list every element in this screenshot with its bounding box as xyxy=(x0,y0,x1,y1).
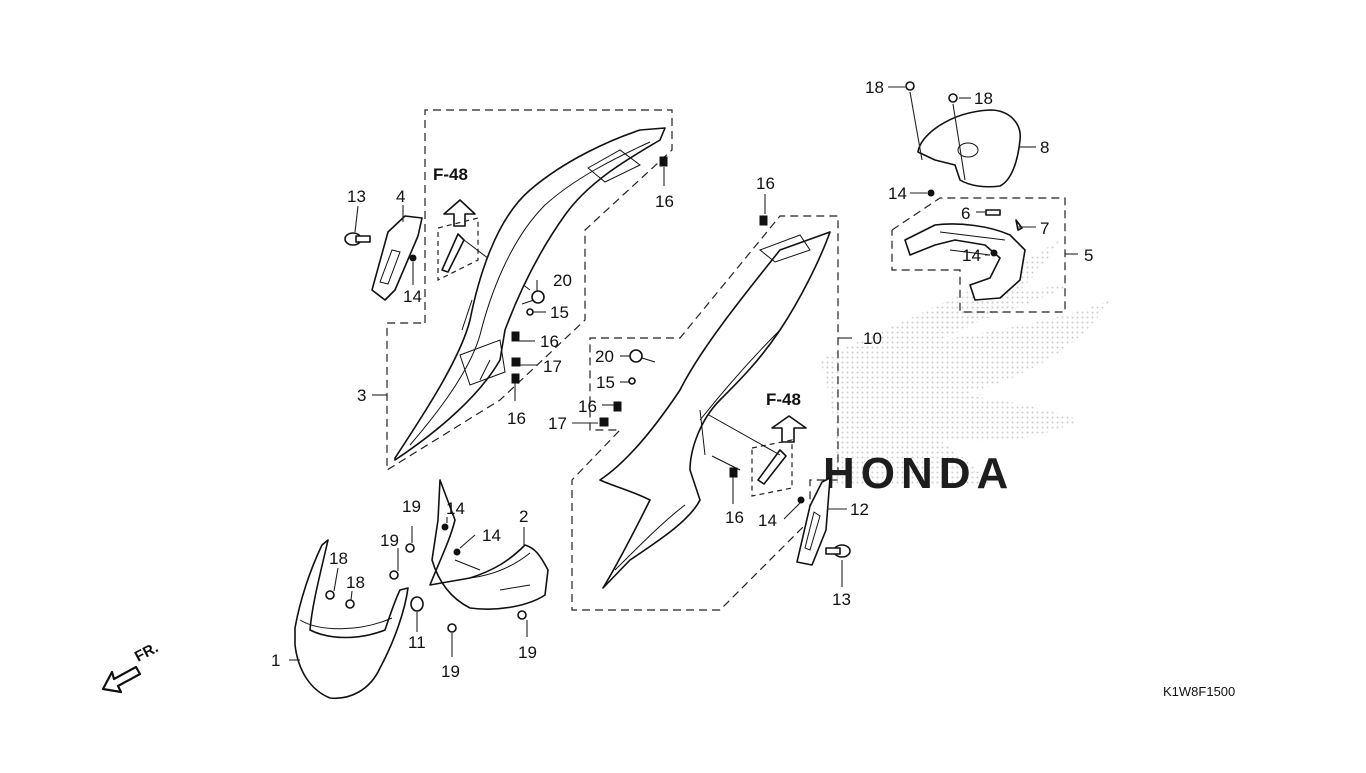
label-2: 2 xyxy=(519,507,528,526)
bolt-13-left xyxy=(344,232,371,246)
screw-19-d xyxy=(517,610,527,620)
right-body-cover xyxy=(599,231,831,589)
leader-lines xyxy=(289,86,1036,661)
hardware xyxy=(325,81,1023,633)
label-17-right: 17 xyxy=(548,414,567,433)
drawing-code: K1W8F1500 xyxy=(1163,684,1235,699)
label-4: 4 xyxy=(396,187,405,206)
label-11: 11 xyxy=(408,633,426,652)
screw-18-a xyxy=(905,81,915,91)
rear-fender xyxy=(904,223,1026,301)
label-13-right: 13 xyxy=(832,590,851,609)
group-10-boundary xyxy=(571,215,852,611)
screw-14-e xyxy=(927,189,935,197)
honda-watermark-text: HONDA xyxy=(823,449,1014,498)
clip-16-d xyxy=(759,215,768,226)
clip-17-b xyxy=(599,417,609,427)
label-16-a: 16 xyxy=(655,192,674,211)
label-20-left: 20 xyxy=(553,271,572,290)
screw-14-a xyxy=(409,254,417,262)
f48-reference-right xyxy=(699,409,807,497)
clip-16-c xyxy=(511,373,520,384)
washer-15-b xyxy=(628,377,636,385)
screw-20-right xyxy=(629,349,656,363)
clip-7 xyxy=(1015,219,1023,231)
label-16-f: 16 xyxy=(725,508,744,527)
label-14-e: 14 xyxy=(888,184,907,203)
clip-16-b xyxy=(511,331,520,342)
label-14-c: 14 xyxy=(482,526,501,545)
right-side-trim xyxy=(796,477,831,566)
screw-20-left xyxy=(521,290,545,305)
screw-19-b xyxy=(389,570,399,580)
label-15-left: 15 xyxy=(550,303,569,322)
label-16-b: 16 xyxy=(540,332,559,351)
label-17-left: 17 xyxy=(543,357,562,376)
label-16-d: 16 xyxy=(756,174,775,193)
label-16-e: 16 xyxy=(578,397,597,416)
label-6: 6 xyxy=(961,204,970,223)
label-5: 5 xyxy=(1084,246,1093,265)
screw-18-d xyxy=(345,599,355,609)
left-body-cover xyxy=(394,127,666,461)
label-7: 7 xyxy=(1040,219,1049,238)
part-labels: 1 2 3 4 5 6 7 8 10 11 12 13 13 14 14 14 … xyxy=(271,78,1093,681)
label-18-c: 18 xyxy=(329,549,348,568)
label-14-f: 14 xyxy=(962,246,981,265)
label-19-d: 19 xyxy=(518,643,537,662)
screw-14-b xyxy=(441,523,449,531)
label-16-c: 16 xyxy=(507,409,526,428)
f48-label-left: F-48 xyxy=(433,165,468,184)
inner-lower-cover xyxy=(429,479,549,610)
label-3: 3 xyxy=(357,386,366,405)
honda-wing-watermark: HONDA xyxy=(820,240,1110,498)
screw-18-b xyxy=(948,93,958,103)
label-19-c: 19 xyxy=(441,662,460,681)
label-15-right: 15 xyxy=(596,373,615,392)
label-8: 8 xyxy=(1040,138,1049,157)
left-side-trim xyxy=(371,215,423,301)
label-12: 12 xyxy=(850,500,869,519)
group-5-boundary xyxy=(891,197,1078,313)
screw-18-c xyxy=(325,590,335,600)
bolt-13-right xyxy=(825,544,851,558)
screw-14-d xyxy=(797,496,805,504)
screw-19-c xyxy=(447,623,457,633)
label-14-d: 14 xyxy=(758,511,777,530)
clip-16-a xyxy=(659,156,668,167)
label-18-a: 18 xyxy=(865,78,884,97)
rear-cover xyxy=(917,109,1021,188)
screw-19-a xyxy=(405,543,415,553)
label-14-a: 14 xyxy=(403,287,422,306)
label-18-b: 18 xyxy=(974,89,993,108)
label-19-b: 19 xyxy=(380,531,399,550)
nut-6 xyxy=(985,209,1001,216)
label-1: 1 xyxy=(271,651,280,670)
front-marker-text: FR. xyxy=(132,639,161,665)
label-20-right: 20 xyxy=(595,347,614,366)
screw-14-f xyxy=(990,249,998,257)
clip-16-f xyxy=(729,467,738,478)
label-18-d: 18 xyxy=(346,573,365,592)
f48-label-right: F-48 xyxy=(766,390,801,409)
front-direction-indicator: FR. xyxy=(101,639,161,694)
group-3-boundary xyxy=(372,109,673,472)
label-19-a: 19 xyxy=(402,497,421,516)
label-13-left: 13 xyxy=(347,187,366,206)
screw-14-c xyxy=(453,548,461,556)
front-arrow-icon xyxy=(101,665,142,694)
label-10: 10 xyxy=(863,329,882,348)
front-lower-cover xyxy=(294,539,409,700)
grommet-11 xyxy=(410,596,424,612)
label-14-b: 14 xyxy=(446,499,465,518)
clip-17-a xyxy=(511,357,521,367)
clip-16-e xyxy=(613,401,622,412)
